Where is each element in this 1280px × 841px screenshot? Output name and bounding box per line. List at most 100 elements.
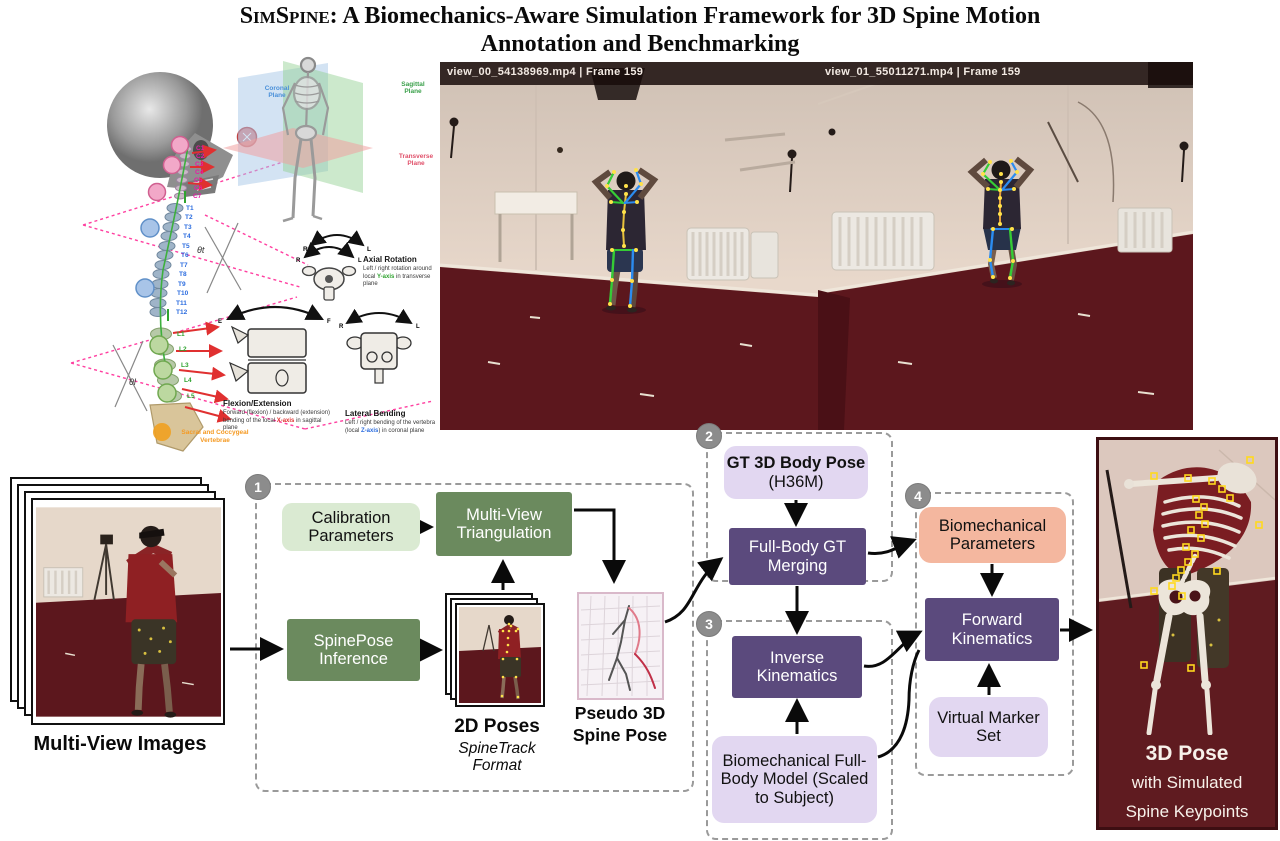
mocap-cameras	[828, 121, 1189, 183]
svg-text:T5: T5	[182, 243, 190, 250]
flexion-extension-caption: Flexion/Extension Forward (flexion) / ba…	[223, 399, 331, 431]
wall-brackets	[724, 132, 796, 172]
svg-text:T9: T9	[178, 281, 186, 288]
box-forward-kinematics: Forward Kinematics	[925, 598, 1059, 661]
video-frame-view01: view_01_55011271.mp4 | Frame 159	[818, 62, 1193, 430]
stage-badge-1: 1	[245, 474, 271, 500]
svg-text:L1: L1	[177, 331, 185, 338]
curve-model-to-fk	[877, 649, 921, 759]
lateral-bending-sketch: R L	[339, 308, 420, 384]
svg-text:T8: T8	[179, 271, 187, 278]
table	[494, 191, 578, 262]
vertebral-column	[149, 145, 204, 452]
floor-marks	[487, 316, 753, 397]
sacral-marker	[153, 423, 171, 441]
video-frame-view00: view_00_54138969.mp4 | Frame 159	[440, 62, 818, 430]
local-axis-arrows	[172, 144, 232, 423]
pose-overlay	[981, 159, 1019, 280]
title-line-1: SimSpine: A Biomechanics-Aware Simulatio…	[0, 2, 1280, 30]
poses2d-title: 2D Poses	[454, 716, 540, 737]
svg-text:C3: C3	[195, 161, 204, 168]
theta-lumbar-label: θl	[129, 377, 137, 387]
axial-rotation-caption: Axial Rotation Left / right rotation aro…	[363, 255, 432, 287]
svg-text:E: E	[218, 319, 222, 325]
svg-text:T10: T10	[177, 290, 189, 297]
poses2d-subtitle: SpineTrack Format	[458, 740, 536, 775]
page-title: SimSpine: A Biomechanics-Aware Simulatio…	[0, 2, 1280, 59]
svg-text:C6: C6	[194, 185, 203, 192]
svg-text:T7: T7	[180, 262, 188, 269]
svg-text:L5: L5	[187, 393, 195, 400]
svg-text:F: F	[327, 319, 331, 325]
person-red-shirt	[125, 525, 178, 718]
svg-text:C1: C1	[196, 145, 205, 152]
poses2d-front-photo	[455, 603, 545, 707]
pseudo-3d-plot-art	[580, 595, 661, 697]
green-axis-ticks	[167, 191, 186, 321]
svg-text:R: R	[296, 258, 301, 264]
svg-text:T3: T3	[184, 224, 192, 231]
pose-overlay	[605, 168, 643, 308]
pseudo-pose-label: Pseudo 3D Spine Pose	[572, 703, 668, 745]
carpet-floor	[440, 267, 818, 430]
svg-text:C7: C7	[193, 193, 202, 200]
stage-badge-4: 4	[905, 483, 931, 509]
stage-badge-3: 3	[696, 611, 722, 637]
title-rest: : A Biomechanics-Aware Simulation Framew…	[329, 3, 1041, 29]
svg-text:T11: T11	[176, 300, 187, 307]
svg-text:L3: L3	[181, 362, 189, 369]
poses2d-stack	[445, 593, 549, 713]
svg-text:L: L	[358, 258, 362, 264]
gt-pose-normal: (H36M)	[768, 472, 824, 491]
video1-title-bar	[818, 62, 1193, 85]
tripod	[93, 544, 115, 601]
brand-name: SimSpine	[239, 3, 330, 29]
arc-label-l: L	[367, 246, 371, 253]
flexion-extension-sketch: E F	[218, 304, 331, 394]
output-line3: Spine Keypoints	[1125, 802, 1249, 821]
arrow-triangulation-to-pseudo	[574, 508, 626, 584]
svg-text:C5: C5	[194, 177, 203, 184]
carpet-floor	[818, 234, 1193, 430]
svg-text:T2: T2	[185, 214, 193, 221]
svg-text:L: L	[416, 324, 420, 330]
gt-pose-bold: GT 3D Body Pose	[726, 454, 866, 473]
video0-filename-label: view_00_54138969.mp4 | Frame 159	[447, 66, 644, 78]
corner-shadow	[818, 290, 850, 430]
arrow-merging-to-biomech-params	[867, 536, 917, 559]
box-gt-3d-body-pose: GT 3D Body Pose (H36M)	[724, 446, 868, 499]
arrow-ik-to-fk	[863, 630, 923, 668]
wall-cable	[1077, 101, 1115, 203]
anatomical-planes-figure: R L	[223, 56, 373, 253]
svg-text:L2: L2	[179, 346, 187, 353]
lateral-bending-caption: Lateral Bending Left / right bending of …	[345, 409, 436, 434]
svg-text:C2: C2	[196, 153, 205, 160]
pseudo-3d-plot	[577, 592, 664, 700]
output-3d-pose-panel: 3D Pose with Simulated Spine Keypoints	[1096, 437, 1278, 830]
video1-filename-label: view_01_55011271.mp4 | Frame 159	[825, 66, 1021, 78]
svg-text:L4: L4	[184, 377, 192, 384]
transverse-plane	[223, 128, 373, 168]
stage1-container	[255, 483, 694, 792]
theta-calipers	[112, 222, 242, 412]
multi-view-image-stack	[10, 477, 228, 729]
video0-scene	[440, 62, 818, 430]
svg-text:T6: T6	[181, 252, 189, 259]
svg-text:R: R	[339, 324, 344, 330]
radiators	[831, 207, 1173, 271]
box-calibration-parameters: Calibration Parameters	[282, 503, 420, 551]
box-multi-view-triangulation: Multi-View Triangulation	[436, 492, 572, 556]
stage-badge-2: 2	[696, 423, 722, 449]
multi-view-photo-scene	[36, 507, 221, 718]
keypoint-markers	[1140, 456, 1263, 672]
floor-marks	[897, 313, 1155, 395]
svg-text:T12: T12	[176, 309, 188, 316]
video1-scene	[818, 62, 1193, 430]
box-virtual-marker-set: Virtual Marker Set	[929, 697, 1048, 757]
